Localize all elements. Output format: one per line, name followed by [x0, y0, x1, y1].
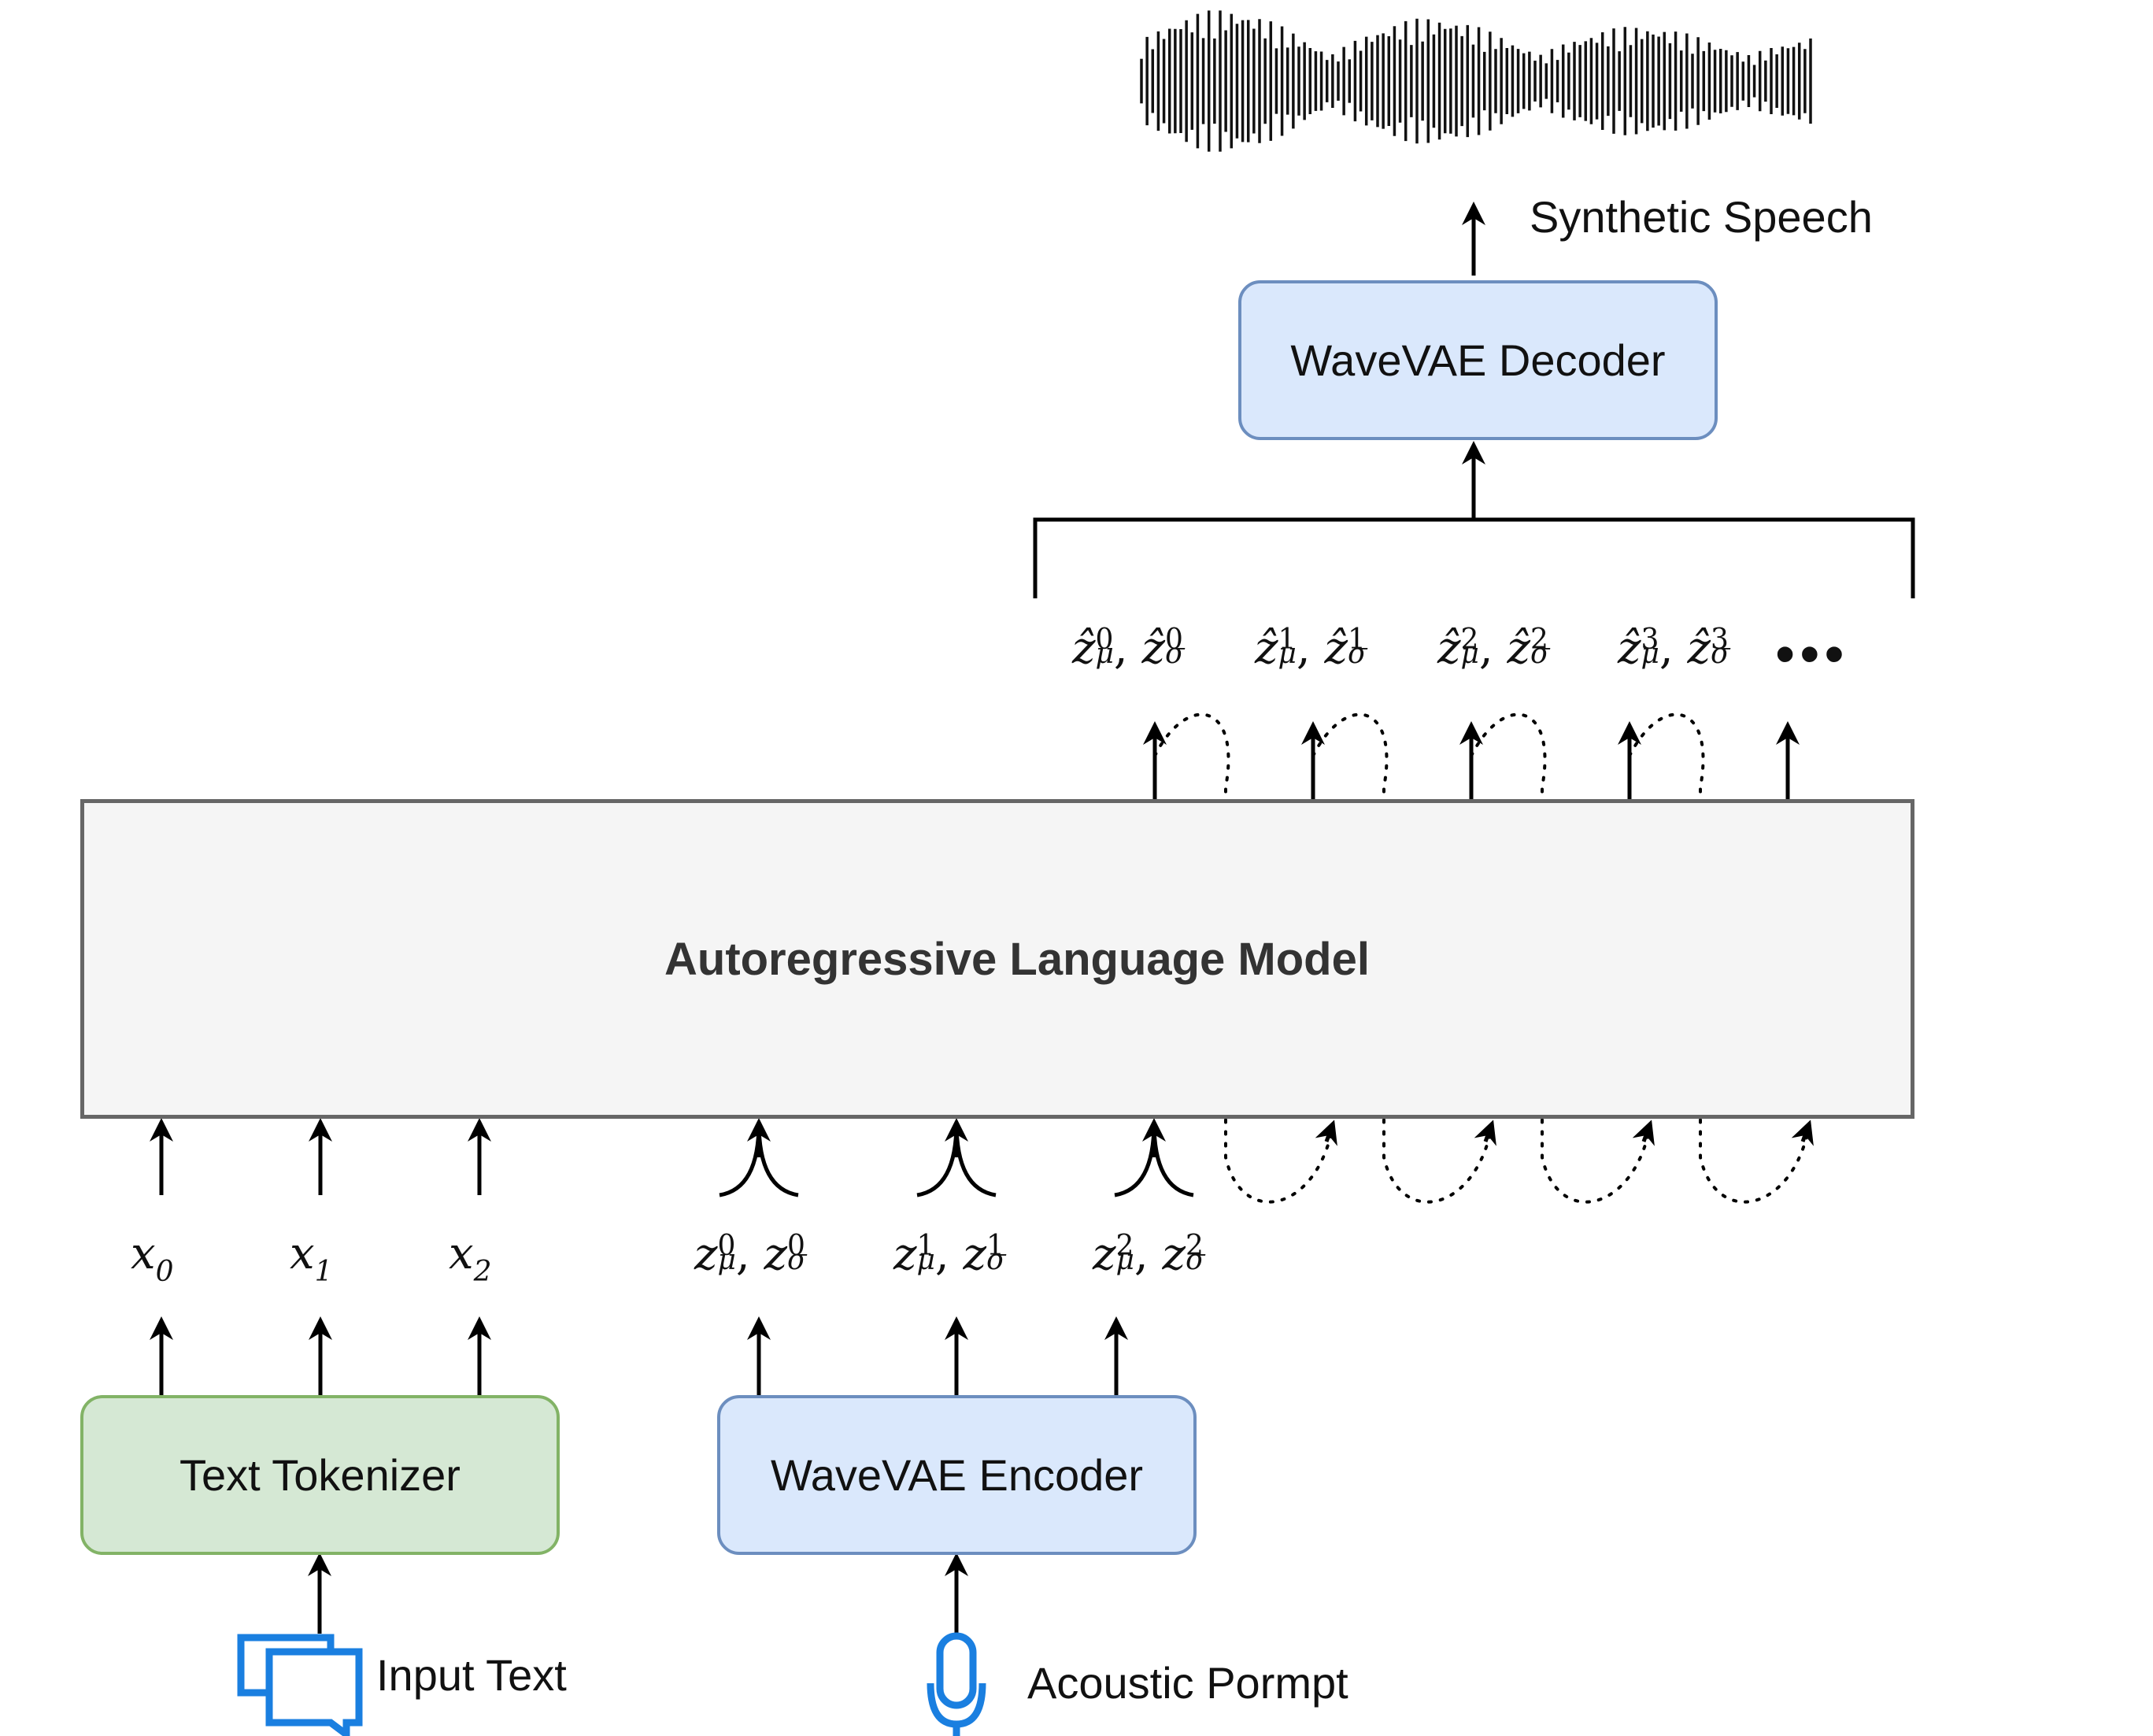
- text-token-x0: x0: [131, 1228, 174, 1288]
- text-token-x1: x1: [290, 1228, 333, 1288]
- continuation-dots: •••: [1775, 623, 1849, 686]
- feedback-arrowhead-0: [1315, 1120, 1337, 1146]
- feedback-loop-1: [1311, 713, 1493, 1204]
- feedback-arrowhead-2: [1632, 1120, 1655, 1146]
- language-model-label: Autoregressive Language Model: [664, 933, 1370, 985]
- output-bracket: [1033, 517, 1915, 598]
- text-tokenizer-label: Text Tokenizer: [179, 1450, 461, 1500]
- feedback-loop-2: [1470, 713, 1652, 1204]
- wavevae-encoder-label: WaveVAE Encoder: [770, 1450, 1144, 1500]
- wavevae-decoder-box: WaveVAE Decoder: [1238, 280, 1718, 440]
- text-token-x2: x2: [449, 1228, 492, 1288]
- wavevae-encoder-box: WaveVAE Encoder: [717, 1395, 1197, 1555]
- chat-bubbles-icon: [237, 1634, 363, 1736]
- text-tokenizer-box: Text Tokenizer: [80, 1395, 560, 1555]
- lm-output-arrows: [1143, 721, 1800, 799]
- wavevae-decoder-label: WaveVAE Decoder: [1290, 335, 1666, 385]
- acoustic-prompt-label: Acoustic Pormpt: [1027, 1658, 1348, 1708]
- autoregressive-feedback-loops: [1153, 713, 1814, 1204]
- language-model-box: Autoregressive Language Model: [80, 799, 1914, 1119]
- feedback-loop-0: [1153, 713, 1334, 1204]
- latent-token-arrows: [719, 1118, 1194, 1395]
- feedback-arrowhead-3: [1791, 1120, 1814, 1146]
- waveform-icon: [1140, 10, 1812, 152]
- input-text-label: Input Text: [376, 1650, 567, 1700]
- feedback-loop-3: [1628, 713, 1811, 1204]
- synthetic-speech-label: Synthetic Speech: [1530, 192, 1873, 242]
- feedback-arrowhead-1: [1474, 1120, 1496, 1146]
- microphone-icon: [927, 1632, 986, 1736]
- text-token-arrows: [150, 1118, 491, 1395]
